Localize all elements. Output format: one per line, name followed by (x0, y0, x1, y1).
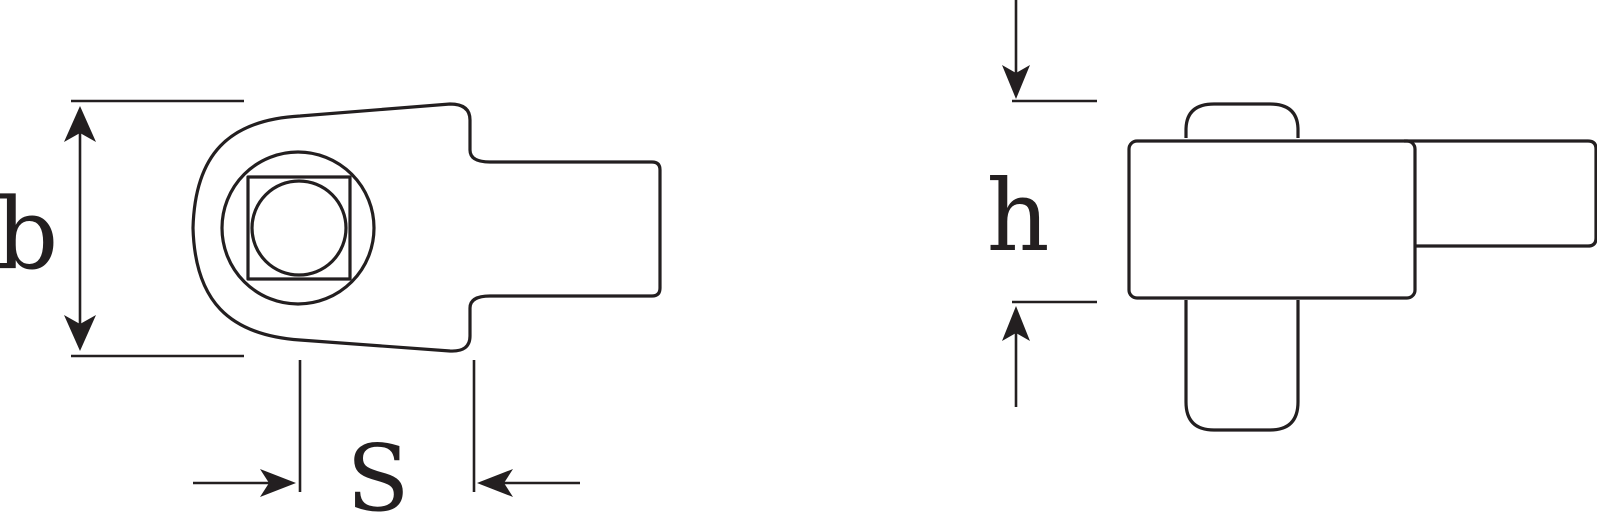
ring-inner-circle (250, 179, 348, 277)
square-drive (246, 175, 352, 281)
side-tang (1404, 139, 1597, 248)
b-arrow-up (64, 106, 96, 142)
h-arrow-up (1002, 306, 1030, 341)
ring-outer-circle (220, 150, 376, 306)
s-label: S (346, 425, 409, 515)
b-arrow-down (64, 315, 96, 351)
dimension-b: b (0, 99, 244, 358)
top-view (191, 102, 662, 353)
side-body (1127, 139, 1417, 300)
b-label: b (0, 178, 58, 292)
h-label: h (986, 160, 1049, 274)
s-arrow-left (477, 469, 513, 497)
insert-head-outline (191, 102, 662, 353)
ring-bottom-boss (1184, 300, 1300, 432)
ring-top-boss (1184, 102, 1300, 138)
dimension-s: S (193, 360, 580, 515)
dimension-h: h (986, 0, 1097, 407)
h-arrow-down (1002, 65, 1030, 99)
side-view (1127, 102, 1597, 432)
s-arrow-right (260, 469, 296, 497)
